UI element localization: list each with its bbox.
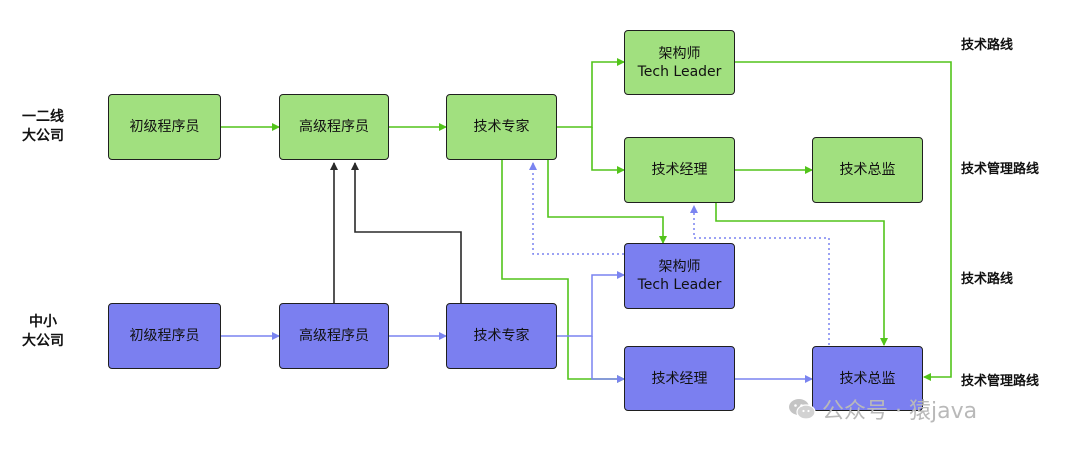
arrow-big-expert-to-manager [591,127,625,174]
node-big-director: 技术总监 [812,137,923,203]
node-small-senior-label: 高级程序员 [299,328,369,344]
node-big-architect: 架构师 Tech Leader [624,30,735,95]
path-label-tech-route-top: 技术路线 [961,38,1014,53]
arrow-small-expert-to-manager [591,336,625,383]
arrow-big-expert-to-architect [557,58,625,128]
arrow-small-expert-to-architect [557,271,625,337]
node-small-expert: 技术专家 [446,303,557,369]
row-label-small-line1: 中小 [29,314,57,330]
arrow-small-expert-to-big-senior [351,162,462,305]
node-small-junior: 初级程序员 [108,303,221,369]
node-small-architect-en: Tech Leader [637,277,722,293]
path-label-tech-route-bottom: 技术路线 [961,272,1014,287]
node-big-junior: 初级程序员 [108,94,221,160]
node-big-expert-label: 技术专家 [473,119,530,135]
arrow-big-manager-to-small-director [715,201,888,346]
node-small-expert-label: 技术专家 [473,328,530,344]
row-label-big-line2: 大公司 [22,128,64,144]
dotted-small-architect-to-big-expert [529,162,624,255]
wechat-icon [789,399,816,420]
node-big-director-label: 技术总监 [839,162,896,178]
row-label-big-line1: 一二线 [22,109,64,125]
node-small-director-label: 技术总监 [839,370,896,387]
node-small-junior-label: 初级程序员 [129,328,200,344]
node-big-junior-label: 初级程序员 [129,119,200,135]
node-big-architect-en: Tech Leader [637,63,722,80]
arrow-big-expert-to-small-manager [501,158,625,383]
watermark: 公众号 · 猿java [788,393,977,425]
node-small-manager-label: 技术经理 [651,370,708,387]
node-small-manager: 技术经理 [624,346,735,411]
path-label-tech-mgmt-route-top: 技术管理路线 [961,162,1040,177]
node-small-director: 技术总监 [812,346,923,411]
node-small-architect: 架构师 Tech Leader [624,243,735,309]
node-small-senior: 高级程序员 [279,303,389,369]
node-big-senior-label: 高级程序员 [299,119,369,135]
arrow-big-expert-to-small-architect [547,158,667,244]
row-label-small-company: 中小 大公司 [13,313,73,351]
node-big-expert: 技术专家 [446,94,557,160]
node-big-architect-cn: 架构师 [658,45,701,62]
row-label-small-line2: 大公司 [22,333,64,349]
path-label-tech-mgmt-route-bottom: 技术管理路线 [961,374,1040,389]
row-label-big-company: 一二线 大公司 [13,108,73,146]
node-big-senior: 高级程序员 [279,94,389,160]
arrow-big-architect-to-small-director [735,61,952,381]
node-big-manager: 技术经理 [624,137,735,203]
node-small-architect-cn: 架构师 [658,259,701,275]
watermark-text: 公众号 · 猿java [822,399,978,424]
node-big-manager-label: 技术经理 [651,162,708,178]
